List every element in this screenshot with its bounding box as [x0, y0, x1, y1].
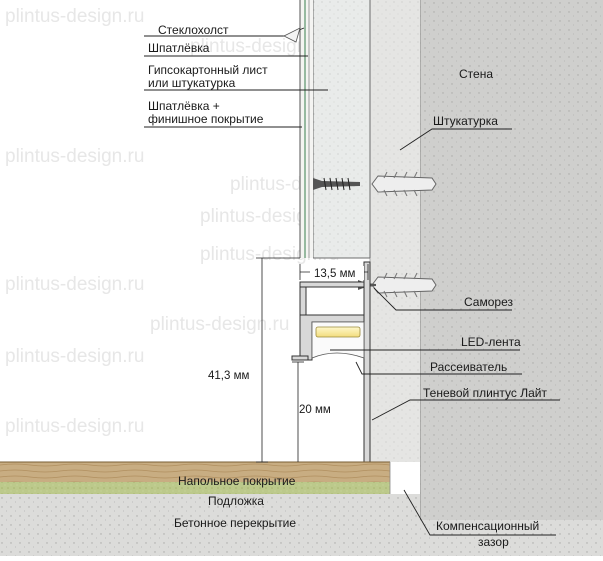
- wall-texture: [420, 0, 603, 520]
- label-putty: Шпатлёвка: [148, 41, 210, 55]
- baseboard-profile: [291, 261, 371, 463]
- wall: [419, 0, 603, 520]
- profile-back: [363, 261, 371, 463]
- label-glass-cloth: Стеклохолст: [158, 23, 229, 37]
- label-floor-covering: Напольное покрытие: [178, 474, 296, 488]
- watermark-text: plintus-design.ru: [5, 416, 144, 437]
- dowel: [371, 175, 437, 193]
- concrete-texture: [0, 494, 420, 556]
- dim-depth-label: 13,5 мм: [314, 268, 355, 280]
- profile-bottom-leg: [291, 355, 309, 361]
- putty-layer: [300, 0, 313, 258]
- label-screw: Саморез: [464, 295, 513, 309]
- label-comp-gap-2: зазор: [478, 535, 509, 549]
- dowel: [371, 276, 437, 294]
- label-concrete-slab: Бетонное перекрытие: [174, 516, 296, 530]
- plaster-layer: [369, 0, 420, 462]
- dowel-fins: [383, 171, 418, 197]
- dowel-fins: [383, 272, 418, 298]
- underlay-texture: [0, 482, 390, 494]
- label-plaster: Штукатурка: [433, 114, 498, 128]
- dim-inner-label: 20 мм: [299, 404, 331, 416]
- dim-total-label: 41,3 мм: [208, 370, 249, 382]
- glass-cloth-marker: [283, 27, 301, 43]
- label-underlay: Подложка: [208, 494, 264, 508]
- finishing-layers: [299, 0, 313, 258]
- drywall-texture: [313, 0, 370, 258]
- leader-baseboard: [371, 399, 560, 421]
- watermark-text: plintus-design.ru: [5, 346, 144, 367]
- label-wall: Стена: [459, 67, 493, 81]
- label-putty-finish-2: финишное покрытие: [148, 112, 264, 126]
- dimensions: 13,5 мм 41,3 мм 20 мм: [208, 257, 369, 463]
- compensation-gap: [390, 462, 420, 494]
- right-leaders: [330, 128, 560, 536]
- led-strip-shape: [315, 326, 361, 338]
- profile-front-lip: [299, 286, 307, 316]
- leader-plaster: [399, 128, 512, 151]
- leader-gap: [403, 489, 556, 536]
- plaster-texture: [370, 0, 420, 462]
- label-diffuser: Рассеиватель: [430, 360, 507, 374]
- watermark-text: plintus-design.ru: [150, 314, 289, 335]
- label-drywall-2: или штукатурка: [148, 76, 236, 90]
- leader-screw: [373, 287, 512, 311]
- leader-diffuser: [355, 361, 522, 375]
- profile-top-flange: [299, 281, 365, 288]
- watermark-text: plintus-design.ru: [5, 6, 144, 27]
- label-led-strip: LED-лента: [461, 335, 521, 349]
- floor: [0, 461, 603, 556]
- label-comp-gap-1: Компенсационный: [436, 519, 539, 533]
- watermark-text: plintus-design.ru: [5, 274, 144, 295]
- upper-screw: [313, 171, 437, 197]
- label-putty-finish-1: Шпатлёвка +: [148, 99, 220, 113]
- dim-depth-bg: [310, 266, 364, 280]
- floor-grain: [0, 462, 390, 482]
- watermark-text: plintus-design.ru: [5, 146, 144, 167]
- label-drywall-1: Гипсокартонный лист: [148, 63, 268, 77]
- drywall: [312, 0, 371, 259]
- screw-thread: [323, 177, 351, 191]
- label-baseboard: Теневой плинтус Лайт: [423, 386, 547, 400]
- concrete-texture-right: [420, 520, 603, 556]
